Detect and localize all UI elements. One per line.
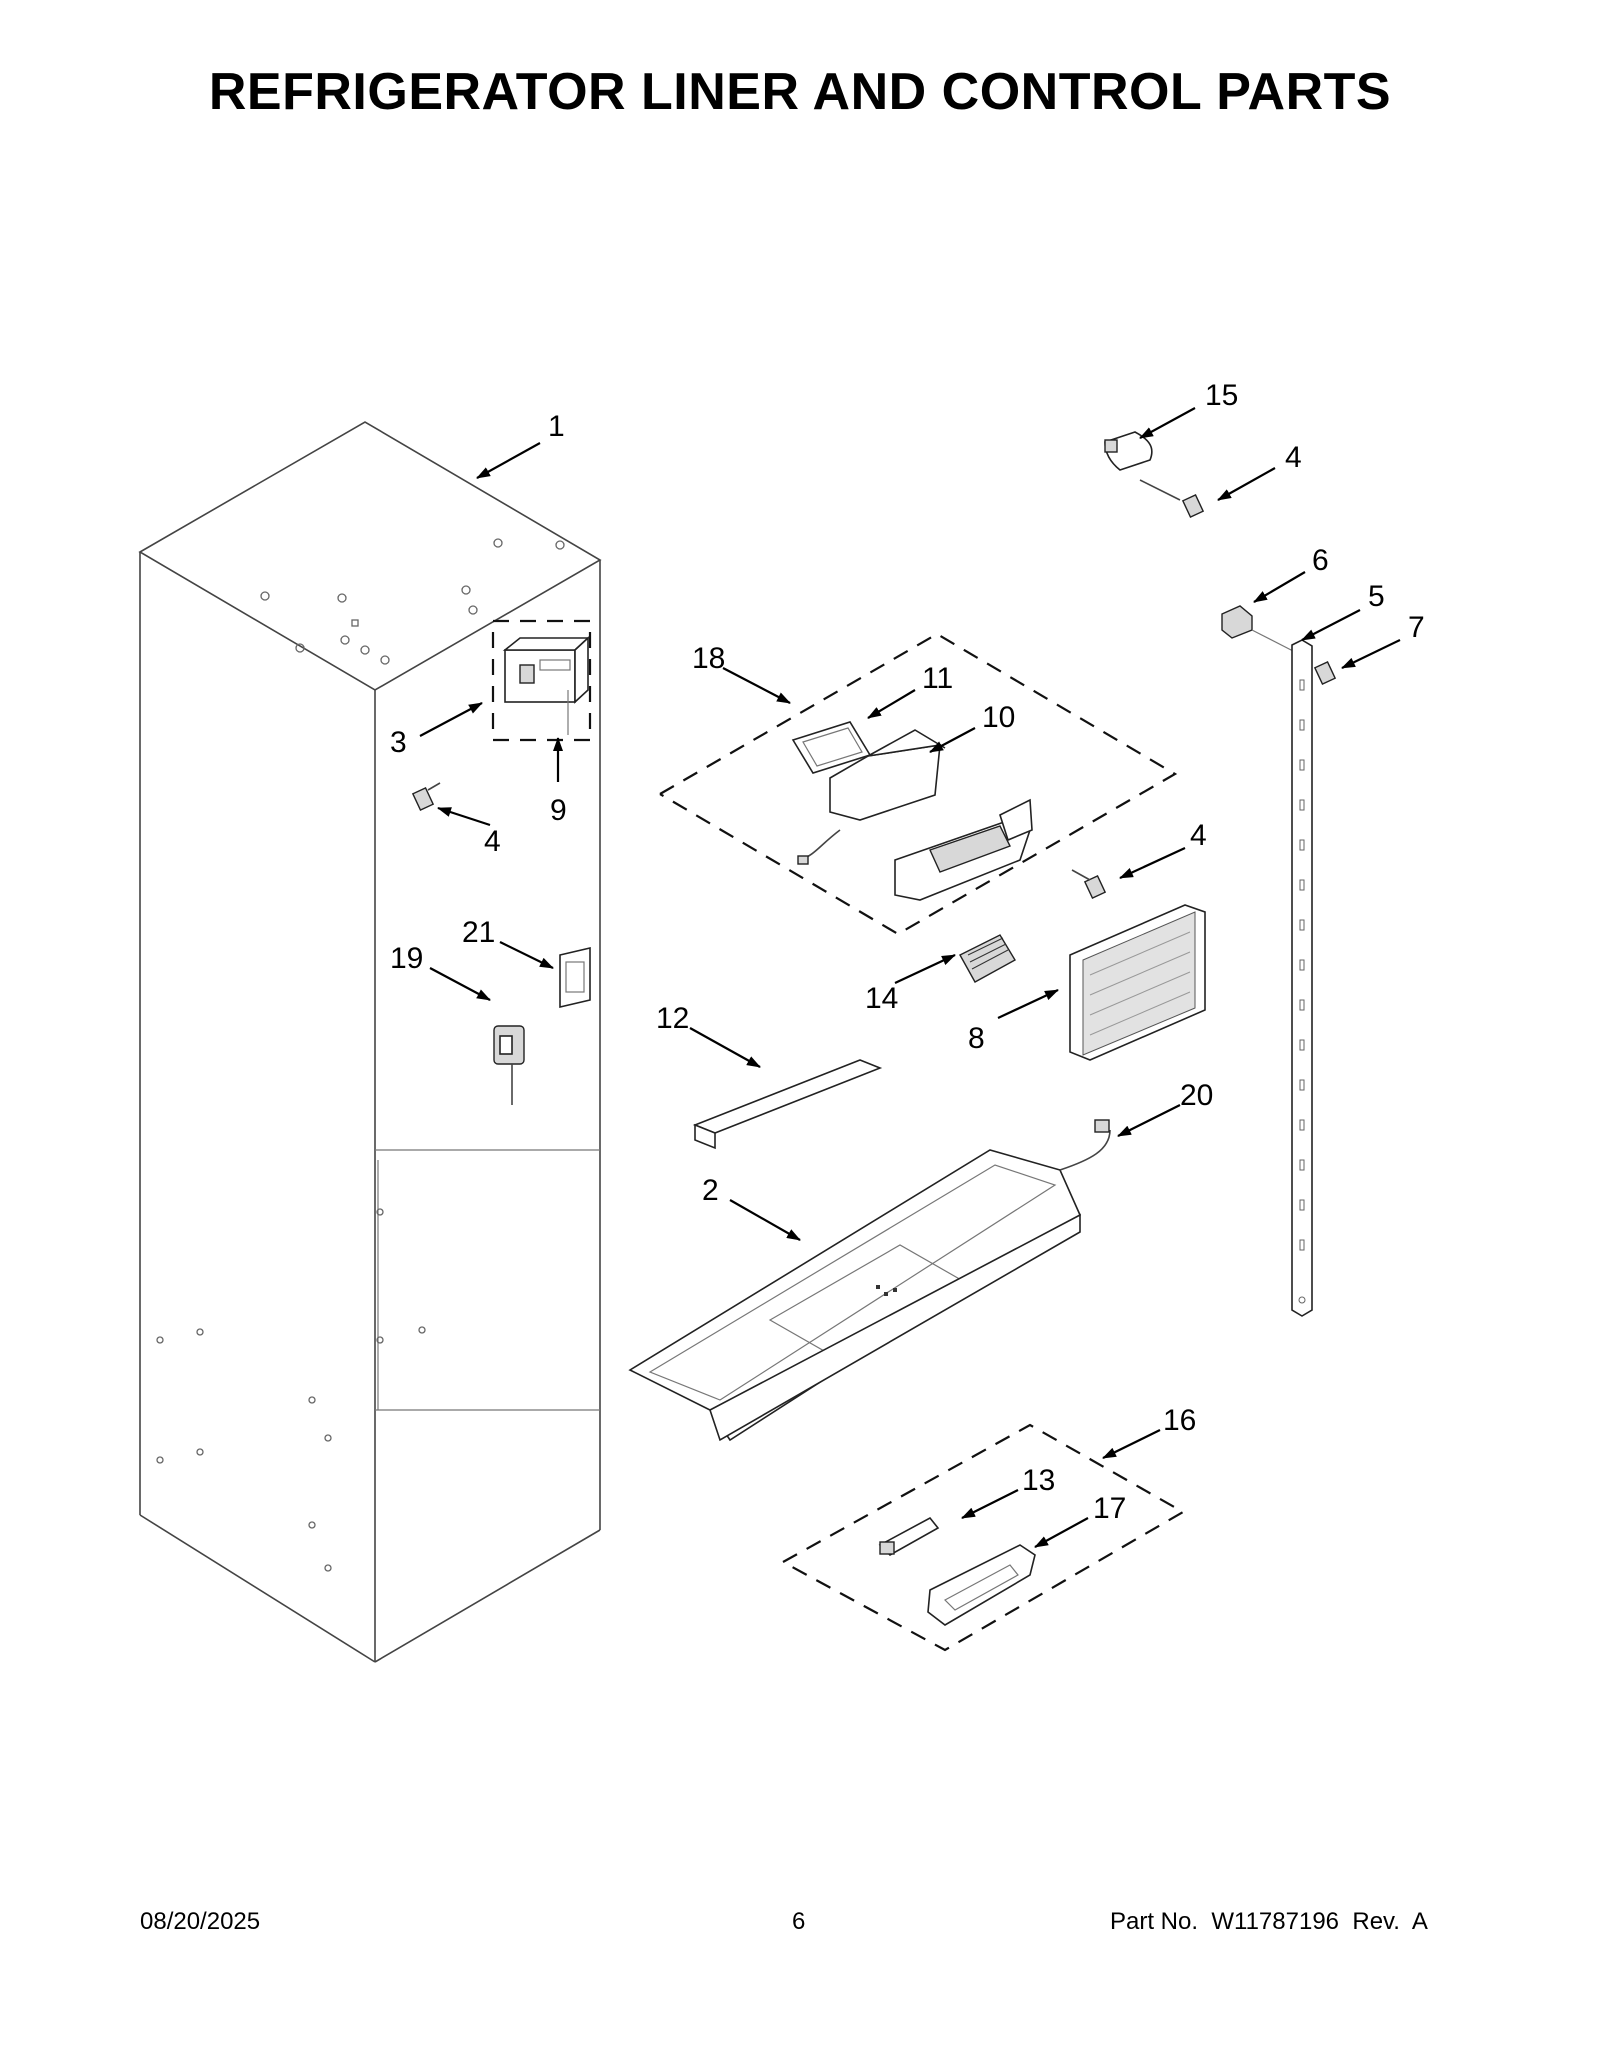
rail-5 [1251,629,1313,1317]
callout-1: 1 [548,410,565,443]
callout-4-left: 4 [484,825,501,858]
callout-7: 7 [1408,611,1425,644]
callout-3: 3 [390,726,407,759]
callout-10: 10 [982,701,1015,734]
callout-13: 13 [1022,1464,1055,1497]
screw-7 [1313,660,1337,686]
cap-6 [1221,605,1253,639]
screw-4-center [1071,869,1107,900]
sensor-19 [493,1025,525,1105]
callout-4-center: 4 [1190,819,1207,852]
callout-21: 21 [462,916,495,949]
callout-19: 19 [390,942,423,975]
callout-16: 16 [1163,1404,1196,1437]
callout-9: 9 [550,794,567,827]
strip-12 [692,1059,883,1150]
panel-8 [1069,904,1206,1061]
control-assembly-9 [491,619,592,742]
filter-14 [959,934,1016,983]
screw-4-right [1139,479,1205,519]
cover-21 [559,946,591,1009]
wire-assembly-16 [782,1423,1186,1652]
footer-page-number: 6 [792,1908,806,1935]
callout-14: 14 [865,982,898,1015]
footer-part-number: Part No. W11787196 Rev. A [1110,1908,1428,1935]
footer-date: 08/20/2025 [140,1908,261,1935]
callout-20: 20 [1180,1079,1213,1112]
callout-5: 5 [1368,580,1385,613]
callout-8: 8 [968,1022,985,1055]
page-title: REFRIGERATOR LINER AND CONTROL PARTS [208,63,1392,121]
control-housing-2 [628,1119,1111,1442]
callout-11: 11 [922,662,953,695]
callout-17: 17 [1093,1492,1126,1525]
module-assembly-18 [659,632,1178,936]
callout-15: 15 [1205,379,1238,412]
bracket-15 [1104,431,1153,471]
liner-cabinet [138,421,602,1663]
callout-12: 12 [656,1002,689,1035]
callout-18: 18 [692,642,725,675]
callout-2: 2 [702,1174,719,1207]
callout-4-top: 4 [1285,441,1302,474]
screw-4-left [411,782,441,812]
callout-6: 6 [1312,544,1329,577]
leader-lines [419,407,1401,1548]
callout-labels: 1 15 4 6 5 7 18 11 10 3 9 4 4 21 19 14 8… [390,379,1425,1525]
